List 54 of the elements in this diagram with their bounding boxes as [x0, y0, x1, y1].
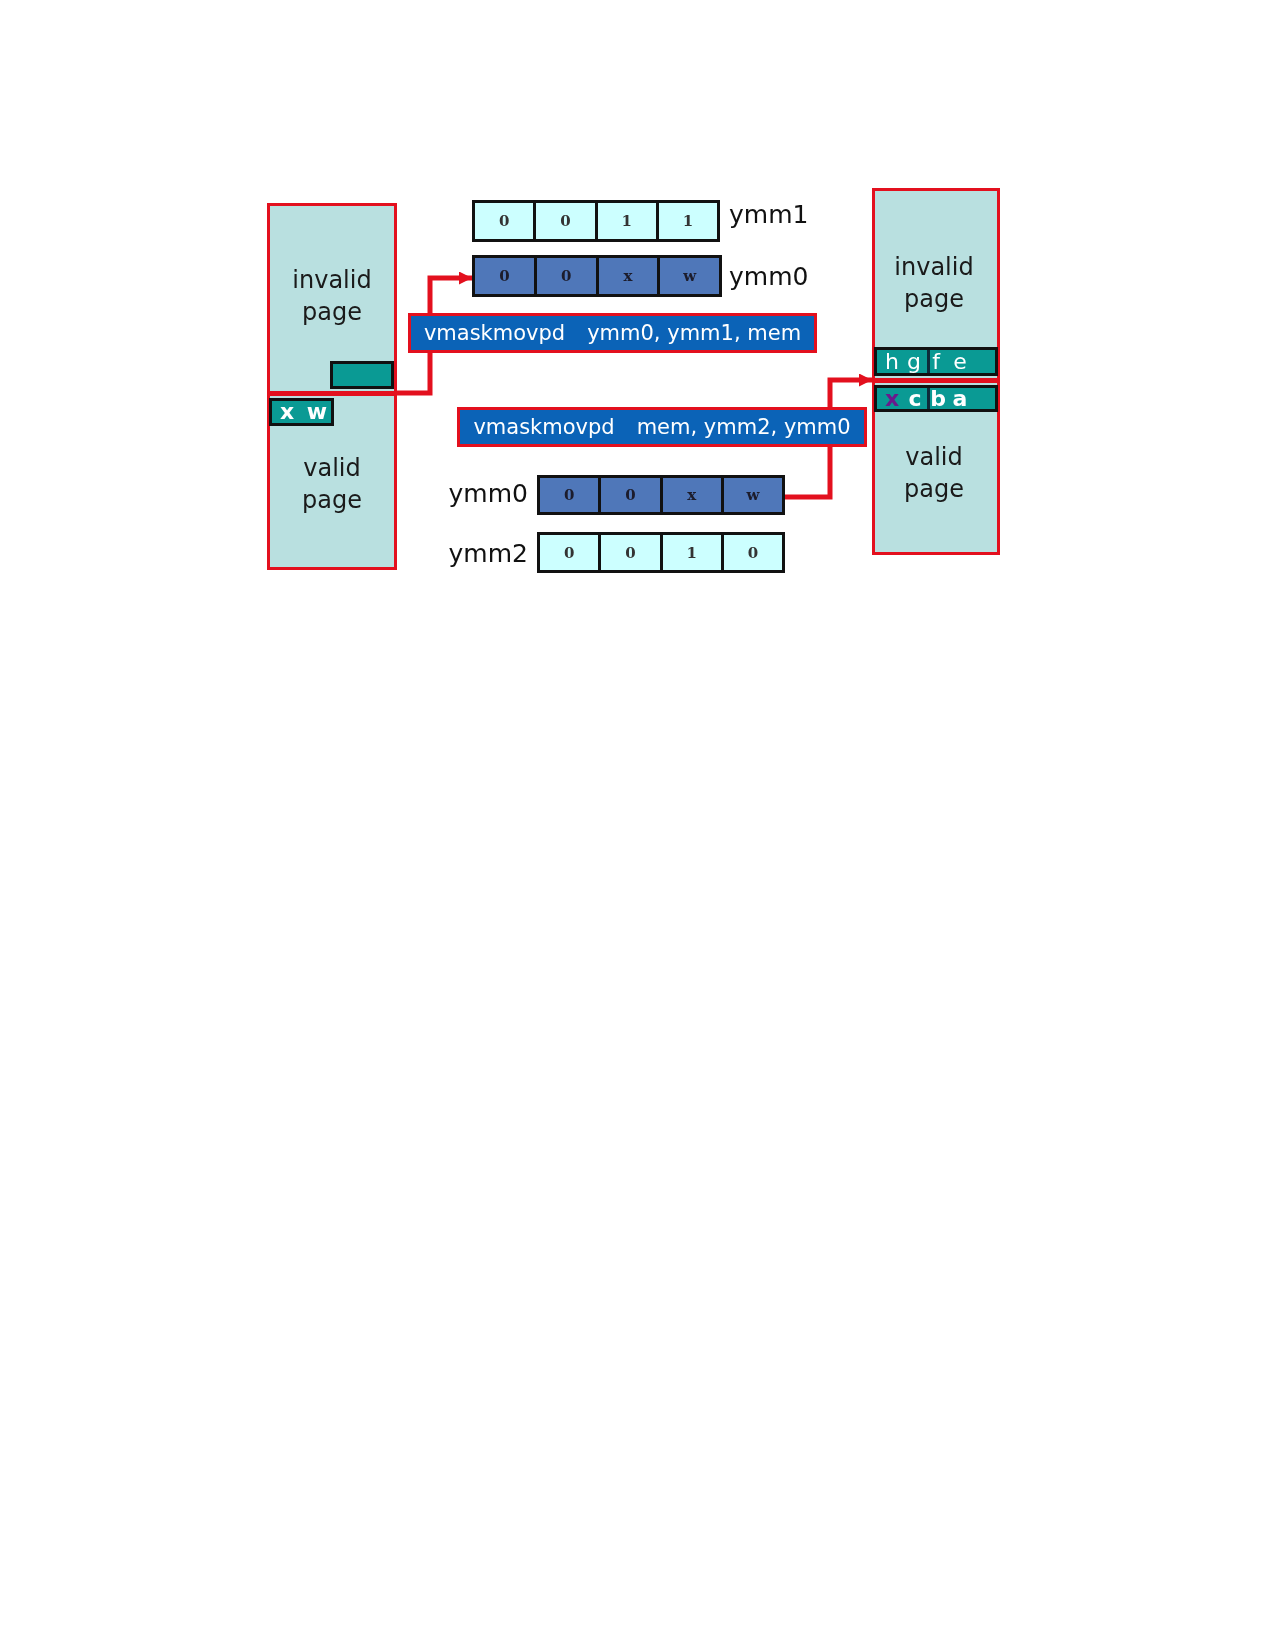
- register-cell: 1: [655, 203, 717, 239]
- register-row: [537, 475, 785, 515]
- instruction-box: [457, 407, 867, 447]
- data-value: f: [932, 350, 940, 373]
- instruction-operands: mem, ymm2, ymm0: [636, 414, 851, 440]
- data-value: h: [885, 350, 899, 373]
- instruction-operands: ymm0, ymm1, mem: [587, 320, 802, 346]
- page-label: valid page: [302, 453, 362, 516]
- instruction-mnemonic: vmaskmovpd: [423, 320, 566, 346]
- data-block: [874, 385, 998, 412]
- register-cell: 1: [659, 535, 721, 570]
- register-cell: 0: [598, 478, 660, 512]
- data-value: w: [306, 401, 328, 423]
- register-cell-text: 0: [562, 542, 576, 564]
- instruction-mnemonic: vmaskmovpd: [473, 414, 615, 440]
- data-value: b: [930, 388, 946, 409]
- arrow: [827, 373, 872, 407]
- data-value: g: [907, 350, 921, 373]
- data-value: x: [884, 388, 900, 409]
- data-block: [269, 398, 334, 426]
- register-cell: 0: [533, 258, 596, 294]
- data-value: a: [952, 388, 968, 409]
- data-value: x: [279, 401, 295, 423]
- register-cell-text: 0: [497, 211, 511, 232]
- arrow: [427, 271, 472, 313]
- connector-line: [397, 353, 433, 396]
- data-value: c: [908, 388, 922, 409]
- memory-page: [872, 188, 1000, 555]
- register-cell: 1: [594, 203, 656, 239]
- register-row: [537, 532, 785, 573]
- register-cell-text: 0: [562, 485, 576, 506]
- register-cell-text: 0: [498, 266, 511, 287]
- register-name: ymm0: [448, 479, 528, 509]
- register-name: ymm0: [729, 262, 809, 292]
- memory-page: [267, 203, 397, 570]
- data-block: [330, 361, 394, 389]
- page-label: valid page: [904, 442, 964, 505]
- register-name: ymm1: [729, 200, 809, 230]
- register-cell: x: [595, 258, 658, 294]
- register-cell: w: [720, 478, 782, 512]
- data-block: [874, 347, 998, 376]
- register-name: ymm2: [448, 539, 528, 569]
- data-value: e: [953, 350, 967, 373]
- connector-line: [785, 447, 833, 500]
- register-row: [472, 200, 720, 242]
- register-row: [472, 255, 722, 297]
- register-cell: x: [659, 478, 721, 512]
- register-cell: 0: [598, 535, 660, 570]
- register-cell: w: [657, 258, 719, 294]
- instruction-box: [408, 313, 817, 353]
- register-cell: 0: [720, 535, 782, 570]
- register-cell: 0: [533, 203, 595, 239]
- page-label: invalid page: [292, 265, 372, 328]
- page-label: invalid page: [894, 252, 974, 315]
